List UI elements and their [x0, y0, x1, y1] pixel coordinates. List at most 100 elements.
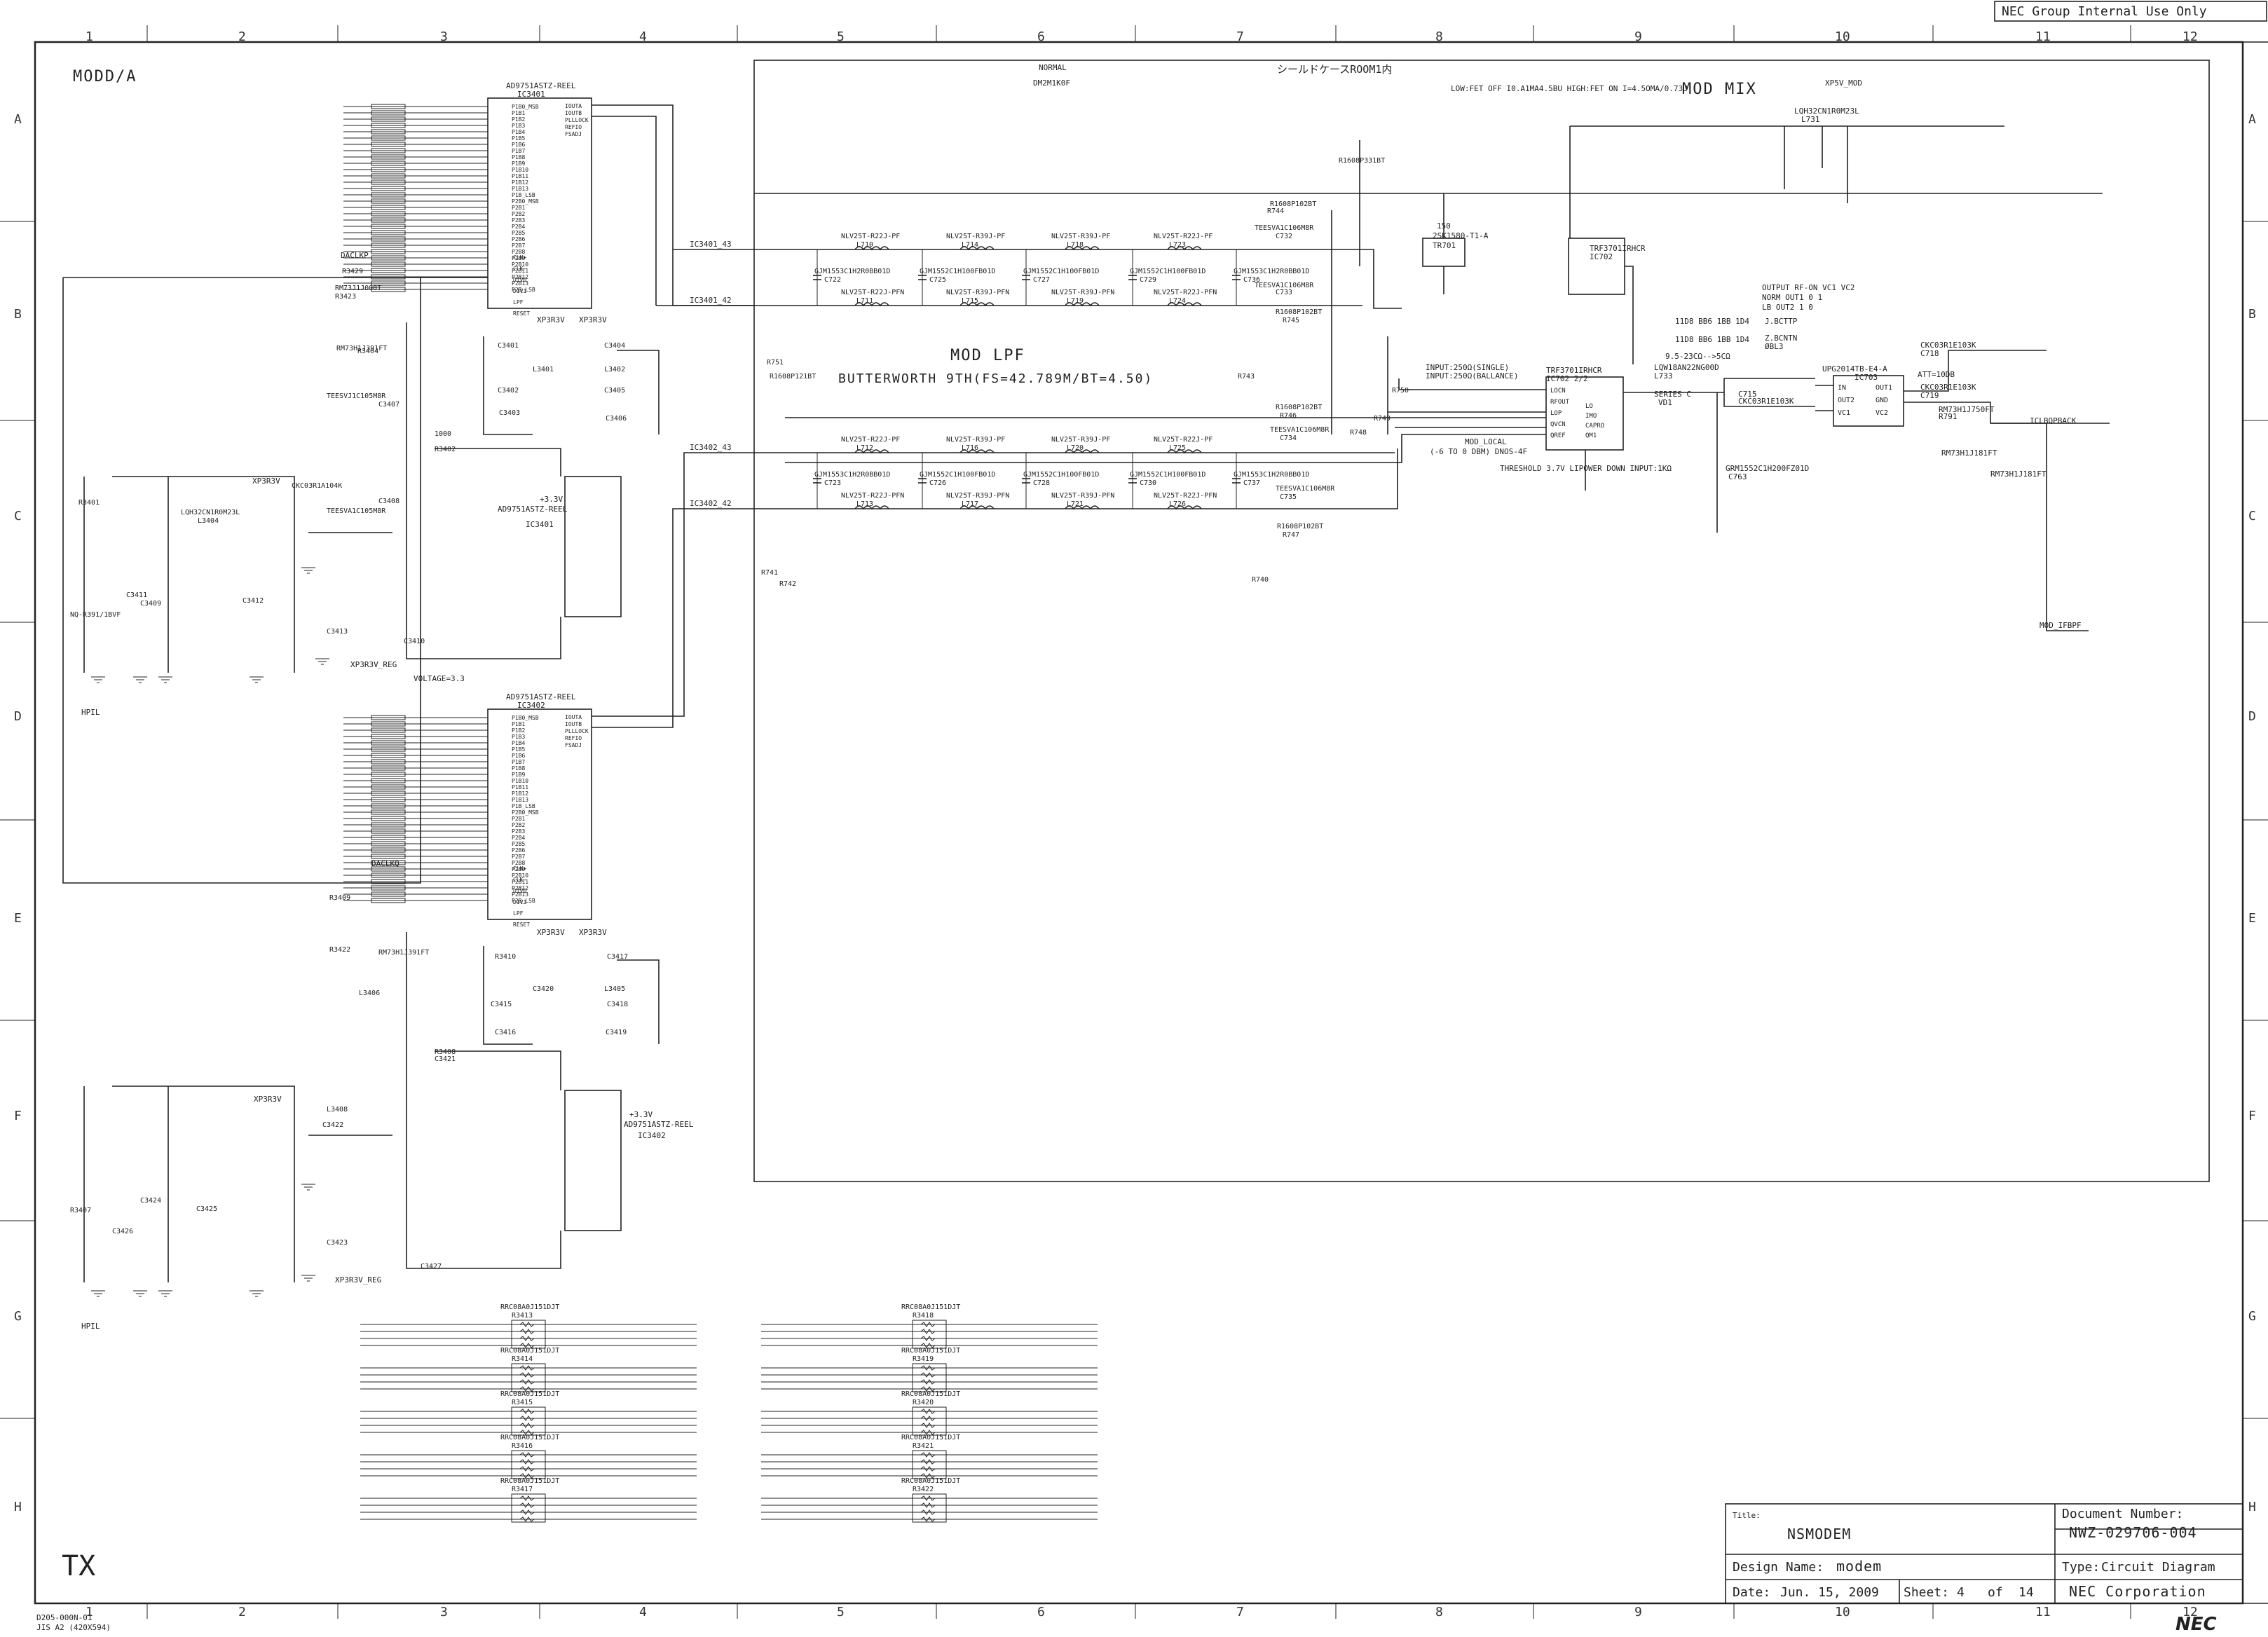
- internal-use-label: NEC Group Internal Use Only: [2002, 4, 2207, 19]
- lpf-side-label: R743: [1238, 373, 1255, 381]
- rarray-ref: R3421: [913, 1442, 934, 1450]
- dac-pin-label: P1B13: [512, 186, 528, 192]
- mixer-note: LOW:FET OFF I0.A1MA4.5BU HIGH:FET ON I=4…: [1451, 84, 1688, 93]
- lpf-cap-part: GJM1552C1H100FB01D: [1023, 471, 1099, 479]
- column-marker-top: 12: [2182, 29, 2198, 44]
- lpf-filter-i: NLV25T-R22J-PFL710NLV25T-R22J-PFNL711NLV…: [785, 233, 1309, 307]
- dac-out-pin: DIV1: [513, 899, 526, 905]
- column-marker-bottom: 2: [238, 1605, 246, 1619]
- row-marker-right: C: [2248, 509, 2256, 523]
- component-label: R3407: [70, 1207, 91, 1214]
- component-label: C3422: [322, 1121, 343, 1129]
- ic703-pin: IN: [1838, 384, 1846, 392]
- ic702-pin: QREF: [1550, 432, 1566, 439]
- svg-text:AD9751ASTZ-REEL: AD9751ASTZ-REEL: [498, 505, 568, 514]
- ic702-pin: IMO: [1585, 413, 1597, 420]
- lpf-side-label: R1608P102BT: [1276, 308, 1322, 316]
- hpil-a: HPIL: [81, 708, 100, 717]
- ic702b-id: IC702 2/2: [1546, 374, 1588, 383]
- dac-bus-resistor: [371, 790, 406, 796]
- dac-bus-resistor: [371, 828, 406, 834]
- dac-out-pin: DIV1: [513, 288, 526, 294]
- tb-sheet-value: 4: [1957, 1585, 1965, 1600]
- lpf-cap-part: GJM1552C1H100FB01D: [1130, 471, 1205, 479]
- lpf-inductor-id: L713: [856, 500, 873, 508]
- lpf-inductor: [1065, 246, 1100, 251]
- ic3401-id: IC3401: [517, 90, 545, 99]
- dac-bus-resistor: [371, 167, 406, 172]
- dac-bus-resistor: [371, 116, 406, 122]
- att-note: ATT=10DB: [1918, 370, 1955, 379]
- lpf-inductor-part: NLV25T-R39J-PF: [946, 436, 1005, 444]
- dac-bus-resistor: [371, 205, 406, 210]
- lpf-side-label: R749: [1374, 415, 1391, 423]
- dac-pin-label: P1B11: [512, 173, 528, 179]
- component-label: C3424: [140, 1197, 161, 1205]
- dac-pin-label: P2B8: [512, 860, 525, 866]
- mod-lpf-title: MOD LPF: [950, 347, 1025, 364]
- row-marker-left: B: [14, 307, 22, 322]
- output-stage: [1784, 126, 2110, 631]
- component-label: C3410: [404, 638, 425, 645]
- lpf-cap-id: C730: [1140, 479, 1156, 487]
- lpf-side-label: R747: [1283, 531, 1299, 539]
- lpf-filter-q: NLV25T-R22J-PFL712NLV25T-R22J-PFNL713NLV…: [785, 436, 1309, 510]
- dac-out-pin: PLLLOCK: [565, 728, 589, 734]
- lpf-inductor: [1065, 449, 1100, 454]
- column-marker-top: 4: [639, 29, 647, 44]
- lpf-side-label: R1608P102BT: [1270, 200, 1316, 208]
- lpf-inductor-id: L726: [1169, 500, 1186, 508]
- levels-note: (-6 TO 0 DBM) DNOS-4F: [1430, 447, 1527, 456]
- dac-pin-label: P2B4: [512, 835, 525, 841]
- dac-bus-resistor: [371, 242, 406, 248]
- component-label: R3401: [78, 499, 100, 507]
- dac-pin-label: P1B_LSB: [512, 803, 535, 809]
- dac-pin-label: P2B13: [512, 280, 528, 287]
- tr701-id: TR701: [1433, 241, 1456, 250]
- dac-bus-resistor: [371, 898, 406, 903]
- dac-pin-label: P2B9: [512, 255, 525, 261]
- dac-out-pin: RESET: [513, 922, 530, 928]
- rarray-part: RRC08A0J151DJT: [901, 1477, 960, 1485]
- row-marker-right: E: [2248, 911, 2256, 926]
- lpf-inductor-id: L719: [1067, 297, 1084, 305]
- column-marker-top: 3: [440, 29, 448, 44]
- column-marker-top: 10: [1835, 29, 1850, 44]
- lpf-inductor-id: L724: [1169, 297, 1186, 305]
- rarray-resistor: [920, 1516, 936, 1522]
- tb-date-value: Jun. 15, 2009: [1780, 1585, 1879, 1600]
- tb-company: NEC Corporation: [2069, 1583, 2206, 1600]
- tr701-part: 2SK1580-T1-A: [1433, 231, 1489, 240]
- input-note-1: INPUT:250Ω(SINGLE): [1426, 363, 1509, 372]
- lpf-inductor-id: L716: [962, 444, 978, 452]
- lpf-side-label: R750: [1392, 387, 1409, 395]
- dac-pin-label: P2B2: [512, 822, 525, 828]
- rarray-resistor: [920, 1386, 936, 1392]
- component-label: C3415: [491, 1001, 512, 1008]
- ic703-pin: VC1: [1838, 409, 1850, 417]
- dac-bus-resistor: [371, 866, 406, 872]
- lpf-side-label: R746: [1280, 412, 1297, 420]
- dac-bus-resistor: [371, 110, 406, 116]
- lpf-inductor-id: L710: [856, 241, 873, 249]
- tb-title-value: NSMODEM: [1787, 1526, 1851, 1542]
- ground-symbol: [301, 567, 315, 574]
- column-marker-bottom: 5: [837, 1605, 845, 1619]
- rarray-body: [912, 1363, 947, 1392]
- rarray-resistor: [920, 1372, 936, 1378]
- component-label: C3425: [196, 1205, 217, 1213]
- component-label: RM73J1J000T: [335, 285, 381, 292]
- dac-pin-label: P2B12: [512, 885, 528, 891]
- left-component-labels: RM73J1J000TR3423RM73H1J391FTR3404TEESVJ1…: [70, 268, 628, 1297]
- lpf-side-label: R741: [761, 569, 778, 577]
- rarray-resistor: [920, 1379, 936, 1385]
- column-marker-bottom: 9: [1634, 1605, 1642, 1619]
- component-label: C3407: [378, 401, 399, 409]
- rarray-resistor: [519, 1409, 535, 1414]
- dac-bus-resistor: [371, 104, 406, 109]
- dac-pin-label: P1B3: [512, 734, 525, 740]
- lpf-inductor: [1065, 302, 1100, 307]
